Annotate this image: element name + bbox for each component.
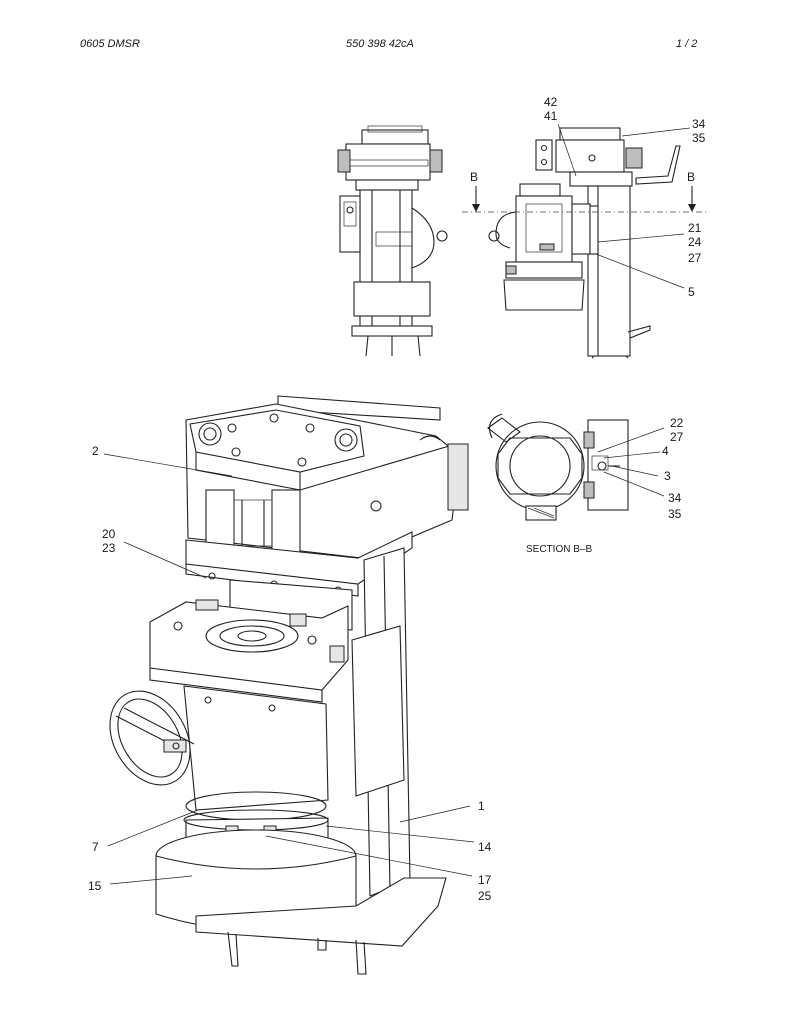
label-35: 35 <box>692 131 706 145</box>
section-marker-b-left: B <box>470 170 478 184</box>
label-27: 27 <box>688 251 702 265</box>
section-label-22: 22 <box>670 416 684 430</box>
section-b-b-view: 22 27 4 3 34 35 SECTION B–B <box>487 413 684 555</box>
front-view <box>337 125 448 357</box>
label-24: 24 <box>688 235 702 249</box>
section-label-34: 34 <box>668 491 682 505</box>
iso-label-14: 14 <box>478 840 492 854</box>
section-label-3: 3 <box>664 469 671 483</box>
header-document-code: 0605 DMSR <box>80 38 140 50</box>
section-label-4: 4 <box>662 444 669 458</box>
iso-label-2: 2 <box>92 444 99 458</box>
label-5: 5 <box>688 285 695 299</box>
iso-label-20: 20 <box>102 527 116 541</box>
iso-label-17: 17 <box>478 873 492 887</box>
iso-label-15: 15 <box>88 879 102 893</box>
isometric-view: 2 20 23 1 7 14 15 17 25 <box>88 395 492 975</box>
iso-label-25: 25 <box>478 889 492 903</box>
label-34: 34 <box>692 117 706 131</box>
header-sheet-number: 1 / 2 <box>676 38 698 50</box>
section-caption: SECTION B–B <box>526 544 592 555</box>
label-41: 41 <box>544 109 558 123</box>
side-view: B B 42 41 34 35 21 24 27 5 <box>462 95 708 359</box>
header-drawing-number: 550 398 42cA <box>346 38 414 50</box>
label-42: 42 <box>544 95 558 109</box>
label-21: 21 <box>688 221 702 235</box>
section-label-35: 35 <box>668 507 682 521</box>
section-marker-b-right: B <box>687 170 695 184</box>
iso-label-1: 1 <box>478 799 485 813</box>
section-label-27: 27 <box>670 430 684 444</box>
iso-label-7: 7 <box>92 840 99 854</box>
iso-label-23: 23 <box>102 541 116 555</box>
